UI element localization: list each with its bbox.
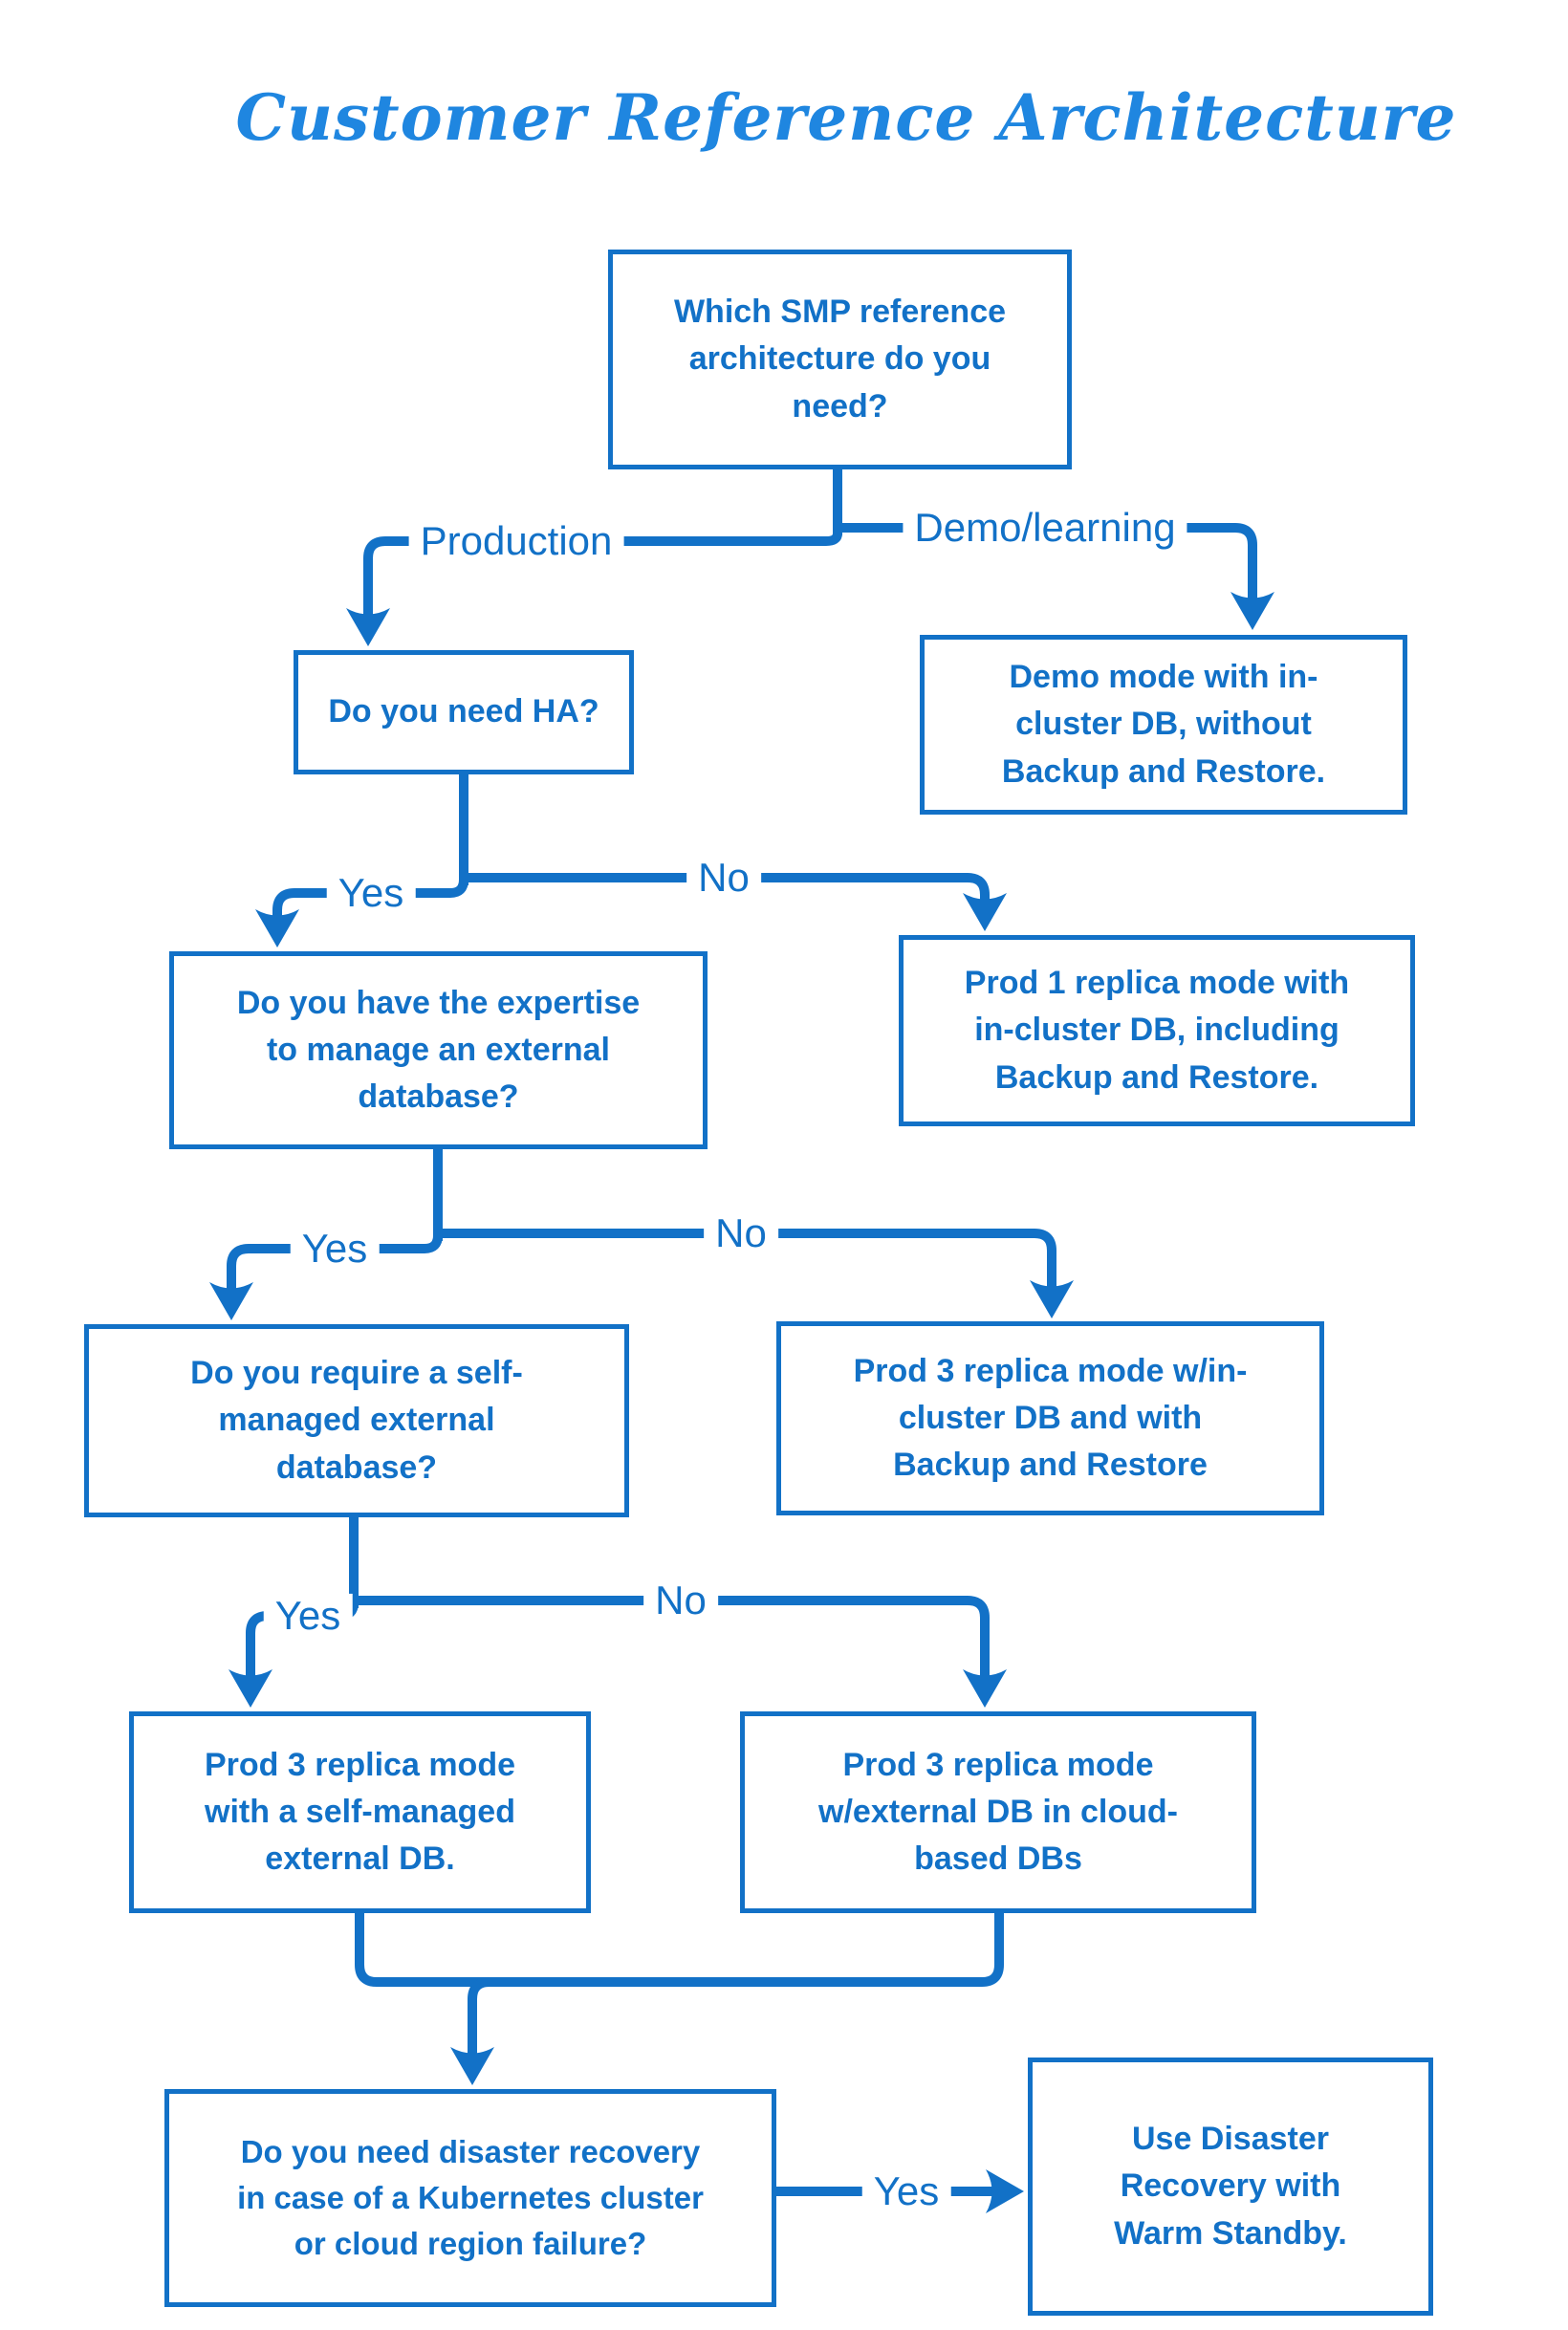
node-disaster-recovery-question: Do you need disaster recovery in case of…	[164, 2089, 776, 2307]
arrowhead-expertise-no	[1030, 1280, 1074, 1318]
edge-label-selfmanaged-no: No	[643, 1578, 718, 1623]
node-prod3-cloud-result: Prod 3 replica mode w/external DB in clo…	[740, 1711, 1256, 1913]
edge-demo	[838, 523, 1257, 601]
edge-label-expertise-no: No	[704, 1210, 778, 1256]
edge-ha-no	[464, 873, 990, 903]
page-title: Customer Reference Architecture	[235, 80, 1457, 155]
edge-ha-yes	[272, 879, 468, 919]
edge-selfmanaged-no	[354, 1596, 990, 1679]
node-prod3-selfmanaged-result: Prod 3 replica mode with a self-managed …	[129, 1711, 591, 1913]
node-need-ha-question: Do you need HA?	[294, 650, 634, 774]
arrowhead-production	[346, 608, 390, 646]
node-disaster-recovery-result: Use Disaster Recovery with Warm Standby.	[1028, 2058, 1433, 2316]
node-self-managed-question: Do you require a self- managed external …	[84, 1324, 629, 1517]
arrowhead-selfmanaged-yes	[229, 1669, 272, 1708]
edge-label-demo-learning: Demo/learning	[903, 505, 1187, 551]
node-root-question: Which SMP reference architecture do you …	[608, 250, 1072, 469]
node-demo-mode-result: Demo mode with in- cluster DB, without B…	[920, 635, 1407, 815]
edge-merge-drop	[468, 1977, 490, 2057]
edge-label-ha-yes: Yes	[326, 870, 416, 916]
edge-merge	[355, 1913, 1004, 1987]
node-prod1-incluster-result: Prod 1 replica mode with in-cluster DB, …	[899, 935, 1415, 1126]
edge-label-expertise-yes: Yes	[290, 1226, 380, 1272]
edge-expertise-no	[438, 1229, 1056, 1290]
arrowhead-merge	[450, 2047, 494, 2085]
edge-label-selfmanaged-yes: Yes	[263, 1593, 353, 1639]
node-prod3-incluster-result: Prod 3 replica mode w/in- cluster DB and…	[776, 1321, 1324, 1515]
edge-expertise-yes	[227, 1234, 443, 1292]
edge-label-production: Production	[408, 518, 624, 564]
edge-label-ha-no: No	[686, 855, 761, 901]
arrowhead-demo	[1230, 592, 1274, 630]
arrowhead-selfmanaged-no	[963, 1669, 1007, 1708]
node-expertise-question: Do you have the expertise to manage an e…	[169, 951, 708, 1149]
arrowhead-expertise-yes	[209, 1282, 253, 1320]
arrowhead-disaster-yes	[986, 2169, 1024, 2213]
edge-label-disaster-yes: Yes	[861, 2168, 951, 2214]
arrowhead-ha-no	[963, 893, 1007, 931]
arrowhead-ha-yes	[255, 909, 299, 947]
